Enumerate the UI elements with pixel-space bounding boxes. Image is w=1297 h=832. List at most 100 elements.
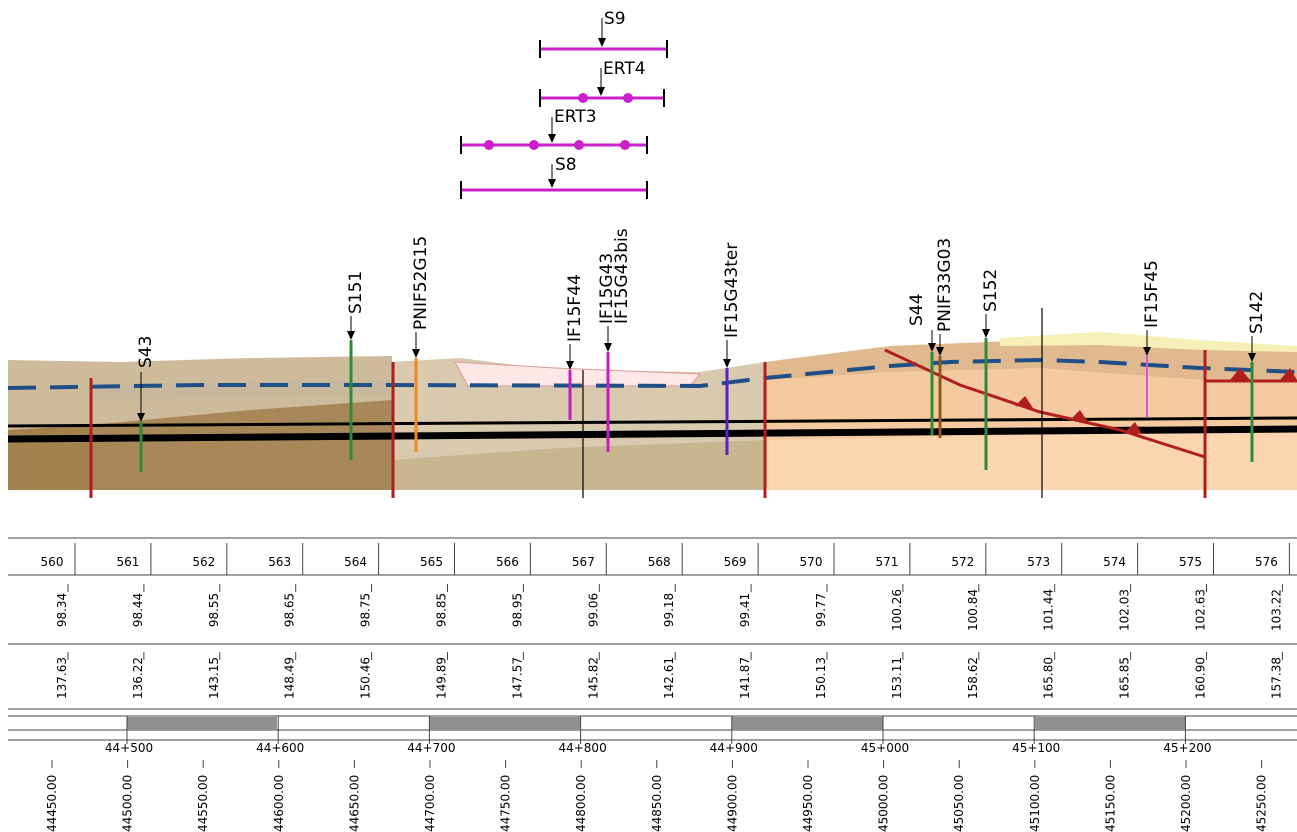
row3_values-value: 143.15: [207, 657, 221, 699]
row2_values-value: 98.75: [359, 593, 373, 627]
chainage-value: 45150.00: [1103, 775, 1117, 832]
survey-line-ert3: ERT3: [460, 107, 648, 154]
row-grey-bands: [127, 717, 1186, 730]
row3_values-value: 149.89: [435, 657, 449, 699]
row3_values-value: 150.13: [814, 657, 828, 699]
borehole-label-s151: S151: [346, 271, 366, 314]
borehole-if15f44: IF15F44: [565, 274, 585, 420]
profile-number: 575: [1179, 555, 1202, 569]
survey-line-s8: S8: [460, 155, 648, 199]
grey-band: [127, 717, 277, 730]
profile-number: 569: [724, 555, 747, 569]
chainage-label: 45+100: [1012, 741, 1060, 755]
survey-label-s8: S8: [555, 155, 577, 175]
chainage-value: 44850.00: [650, 775, 664, 832]
row2_values-value: 98.34: [55, 593, 69, 627]
chainage-label: 44+600: [256, 741, 304, 755]
borehole-label-if15g43ter: IF15G43ter: [722, 243, 742, 338]
chainage-value: 45050.00: [952, 775, 966, 832]
borehole-label-s152: S152: [981, 269, 1001, 312]
row2_values-value: 102.03: [1118, 589, 1132, 631]
chainage-value: 44500.00: [121, 775, 135, 832]
borehole-if15g43ter: IF15G43ter: [722, 243, 742, 455]
borehole-label-if15g43bis: IF15G43bis: [612, 228, 632, 324]
chainage-value: 44600.00: [272, 775, 286, 832]
chainage-value: 45250.00: [1255, 775, 1269, 832]
borehole-pnif52g15: PNIF52G15: [411, 236, 431, 452]
chainage-label: 44+500: [105, 741, 153, 755]
layer-line-2: [7, 425, 1297, 443]
survey-label-s9: S9: [604, 9, 626, 29]
row2_values-value: 98.95: [510, 593, 524, 627]
row3_values-value: 157.38: [1269, 657, 1283, 699]
chainage-value: 45100.00: [1028, 775, 1042, 832]
profile-number: 572: [951, 555, 974, 569]
chainage-value: 44550.00: [196, 775, 210, 832]
profile-number: 576: [1255, 555, 1278, 569]
boreholes: S43 S151 PNIF52G15 IF15F44 IF15G: [136, 228, 1267, 472]
row3_values-value: 165.85: [1118, 657, 1132, 699]
chainage-value: 44450.00: [45, 775, 59, 832]
survey-label-ert3: ERT3: [554, 107, 597, 127]
row3_values-value: 141.87: [738, 657, 752, 699]
row3_values-value: 160.90: [1194, 657, 1208, 699]
borehole-s43: S43: [136, 336, 156, 472]
profile-number: 566: [496, 555, 519, 569]
right-surface-yellow: [1000, 332, 1297, 352]
row3_values-value: 158.62: [966, 657, 980, 699]
chainage-value: 44700.00: [423, 775, 437, 832]
row-chainage-values: 44450.00 44500.00 44550.00 44600.00 44650.00…: [45, 760, 1269, 832]
grey-band: [732, 717, 883, 730]
row3_values-value: 165.80: [1042, 657, 1056, 699]
survey-line-ert4: ERT4: [539, 59, 665, 107]
profile-number: 561: [116, 555, 139, 569]
chainage-value: 44800.00: [574, 775, 588, 832]
fault-marker-4: [1230, 368, 1250, 380]
chainage-label: 45+200: [1163, 741, 1211, 755]
borehole-label-s43: S43: [136, 336, 156, 368]
row3_values-value: 153.11: [890, 657, 904, 699]
profile-number: 563: [268, 555, 291, 569]
row3_values-value: 147.57: [510, 657, 524, 699]
row2_values-value: 100.84: [966, 589, 980, 631]
chainage-label: 44+900: [710, 741, 758, 755]
chainage-value: 44750.00: [499, 775, 513, 832]
borehole-s152: S152: [981, 269, 1001, 470]
row3_values-value: 136.22: [131, 657, 145, 699]
middle-lower-layer: [392, 440, 765, 490]
chainage-value: 44650.00: [347, 775, 361, 832]
profile-number: 564: [344, 555, 367, 569]
row3_values-value: 142.61: [662, 657, 676, 699]
middle-fill-hatched: [454, 361, 702, 387]
borehole-if15g43: IF15G43 IF15G43bis: [597, 228, 632, 452]
row2_values-value: 98.85: [435, 593, 449, 627]
borehole-s44: S44: [907, 294, 936, 435]
borehole-s142: S142: [1247, 291, 1267, 462]
row2_values-value: 103.22: [1269, 589, 1283, 631]
right-lower-layer: [765, 430, 1297, 490]
row2_values-value: 98.65: [283, 593, 297, 627]
chainage-value: 44950.00: [801, 775, 815, 832]
grey-band: [429, 717, 580, 730]
profile-number: 562: [192, 555, 215, 569]
chainage-value: 45200.00: [1179, 775, 1193, 832]
row3_values-value: 150.46: [359, 657, 373, 699]
row3_values-value: 148.49: [283, 657, 297, 699]
borehole-label-pnif52g15: PNIF52G15: [411, 236, 431, 330]
borehole-label-if15f45: IF15F45: [1142, 260, 1162, 328]
profile-number: 570: [800, 555, 823, 569]
borehole-label-s44: S44: [907, 294, 927, 326]
survey-label-ert4: ERT4: [603, 59, 646, 79]
cross-section: [7, 308, 1297, 498]
row3_values-value: 145.82: [586, 657, 600, 699]
fault-marker-1: [1015, 396, 1033, 408]
row2_values-value: 98.44: [131, 593, 145, 627]
chainage-value: 44900.00: [725, 775, 739, 832]
profile-number: 574: [1103, 555, 1126, 569]
fault-marker-5: [1280, 368, 1297, 380]
